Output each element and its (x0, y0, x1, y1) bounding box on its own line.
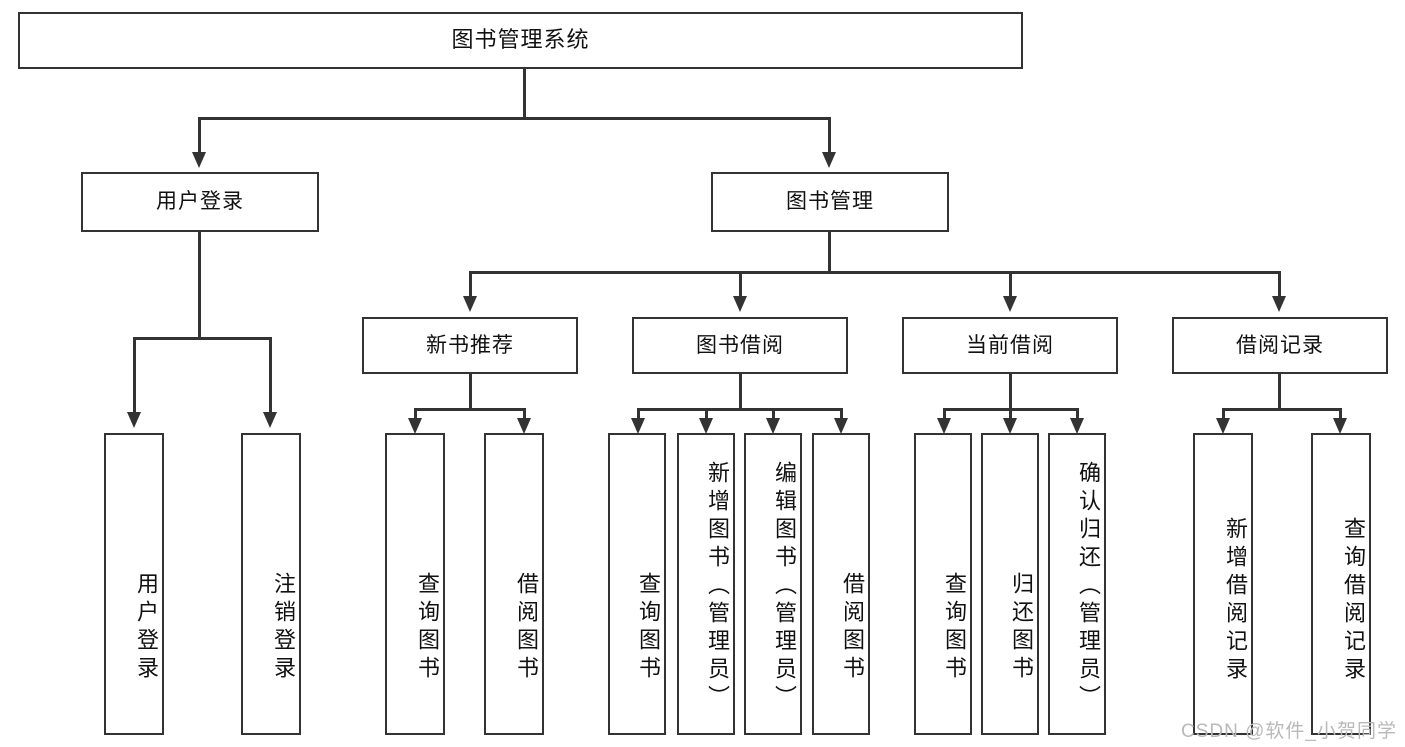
leaf-user-logout[interactable]: 注销登录 (241, 433, 301, 735)
connector-new-book-to-leaf-1 (414, 408, 417, 422)
node-borrow-record[interactable]: 借阅记录 (1172, 317, 1388, 374)
connector-book-borrow-stem (739, 374, 742, 410)
arrowhead-leaf-edit-book (766, 418, 780, 434)
node-book-manage[interactable]: 图书管理 (711, 172, 949, 232)
connector-book-borrow-to-leaf-2 (705, 408, 708, 422)
arrowhead-leaf-user-logout (263, 412, 277, 428)
arrowhead-current-borrow (1003, 296, 1017, 312)
connector-user-login-stem (198, 232, 201, 339)
arrowhead-leaf-borrow-book-2 (834, 418, 848, 434)
connector-book-manage-stem (828, 232, 831, 273)
connector-root-bar (198, 117, 830, 120)
arrowhead-leaf-borrow-book-1 (517, 418, 531, 434)
arrowhead-leaf-confirm-return (1070, 418, 1084, 434)
connector-new-book-stem (469, 374, 472, 410)
node-book-borrow[interactable]: 图书借阅 (632, 317, 848, 374)
arrowhead-book-borrow (733, 296, 747, 312)
arrowhead-leaf-add-book (699, 418, 713, 434)
leaf-query-book-current[interactable]: 查询图书 (914, 433, 972, 735)
arrowhead-leaf-query-book-1 (408, 418, 422, 434)
node-user-login[interactable]: 用户登录 (81, 172, 319, 232)
connector-borrow-record-stem (1278, 374, 1281, 410)
node-current-borrow[interactable]: 当前借阅 (902, 317, 1118, 374)
leaf-add-book-admin[interactable]: 新增图书（管理员） (677, 433, 735, 735)
connector-book-manage-to-current-borrow (1009, 271, 1012, 299)
connector-user-login-to-leaf-1 (133, 337, 136, 415)
connector-book-manage-to-book-borrow (739, 271, 742, 299)
arrowhead-leaf-return-book (1003, 418, 1017, 434)
leaf-user-login[interactable]: 用户登录 (104, 433, 164, 735)
connector-root-to-book-manage (828, 117, 831, 155)
leaf-add-borrow-record[interactable]: 新增借阅记录 (1193, 433, 1253, 735)
arrowhead-leaf-add-record (1216, 418, 1230, 434)
connector-borrow-record-bar (1222, 408, 1341, 411)
connector-book-borrow-to-leaf-1 (637, 408, 640, 422)
connector-book-manage-bar (469, 271, 1280, 274)
connector-borrow-record-to-leaf-2 (1339, 408, 1342, 422)
connector-current-borrow-stem (1009, 374, 1012, 410)
connector-current-borrow-to-leaf-2 (1009, 408, 1012, 422)
node-root-book-management-system[interactable]: 图书管理系统 (18, 12, 1023, 69)
leaf-borrow-book-new-recommend[interactable]: 借阅图书 (484, 433, 544, 735)
connector-new-book-to-leaf-2 (523, 408, 526, 422)
connector-book-manage-to-borrow-record (1278, 271, 1281, 299)
connector-book-borrow-to-leaf-4 (840, 408, 843, 422)
connector-root-to-user-login (198, 117, 201, 155)
connector-book-borrow-bar (637, 408, 842, 411)
node-new-book-recommend[interactable]: 新书推荐 (362, 317, 578, 374)
connector-current-borrow-to-leaf-3 (1076, 408, 1079, 422)
arrowhead-borrow-record (1272, 296, 1286, 312)
leaf-return-book[interactable]: 归还图书 (981, 433, 1039, 735)
leaf-edit-book-admin[interactable]: 编辑图书（管理员） (744, 433, 802, 735)
arrowhead-new-book-recommend (463, 296, 477, 312)
arrowhead-leaf-query-book-3 (937, 418, 951, 434)
connector-user-login-bar (133, 337, 271, 340)
leaf-confirm-return-admin[interactable]: 确认归还（管理员） (1048, 433, 1106, 735)
leaf-query-borrow-record[interactable]: 查询借阅记录 (1311, 433, 1371, 735)
connector-book-borrow-to-leaf-3 (772, 408, 775, 422)
arrowhead-user-login (192, 152, 206, 168)
leaf-query-book-new-recommend[interactable]: 查询图书 (385, 433, 445, 735)
connector-user-login-to-leaf-2 (269, 337, 272, 415)
arrowhead-leaf-user-login (127, 412, 141, 428)
leaf-borrow-book-borrow[interactable]: 借阅图书 (812, 433, 870, 735)
arrowhead-book-manage (822, 152, 836, 168)
connector-root-stem (523, 69, 526, 119)
leaf-query-book-borrow[interactable]: 查询图书 (608, 433, 666, 735)
connector-book-manage-to-new-book (469, 271, 472, 299)
arrowhead-leaf-query-book-2 (631, 418, 645, 434)
arrowhead-leaf-query-record (1333, 418, 1347, 434)
connector-current-borrow-to-leaf-1 (943, 408, 946, 422)
connector-borrow-record-to-leaf-1 (1222, 408, 1225, 422)
connector-new-book-bar (414, 408, 525, 411)
